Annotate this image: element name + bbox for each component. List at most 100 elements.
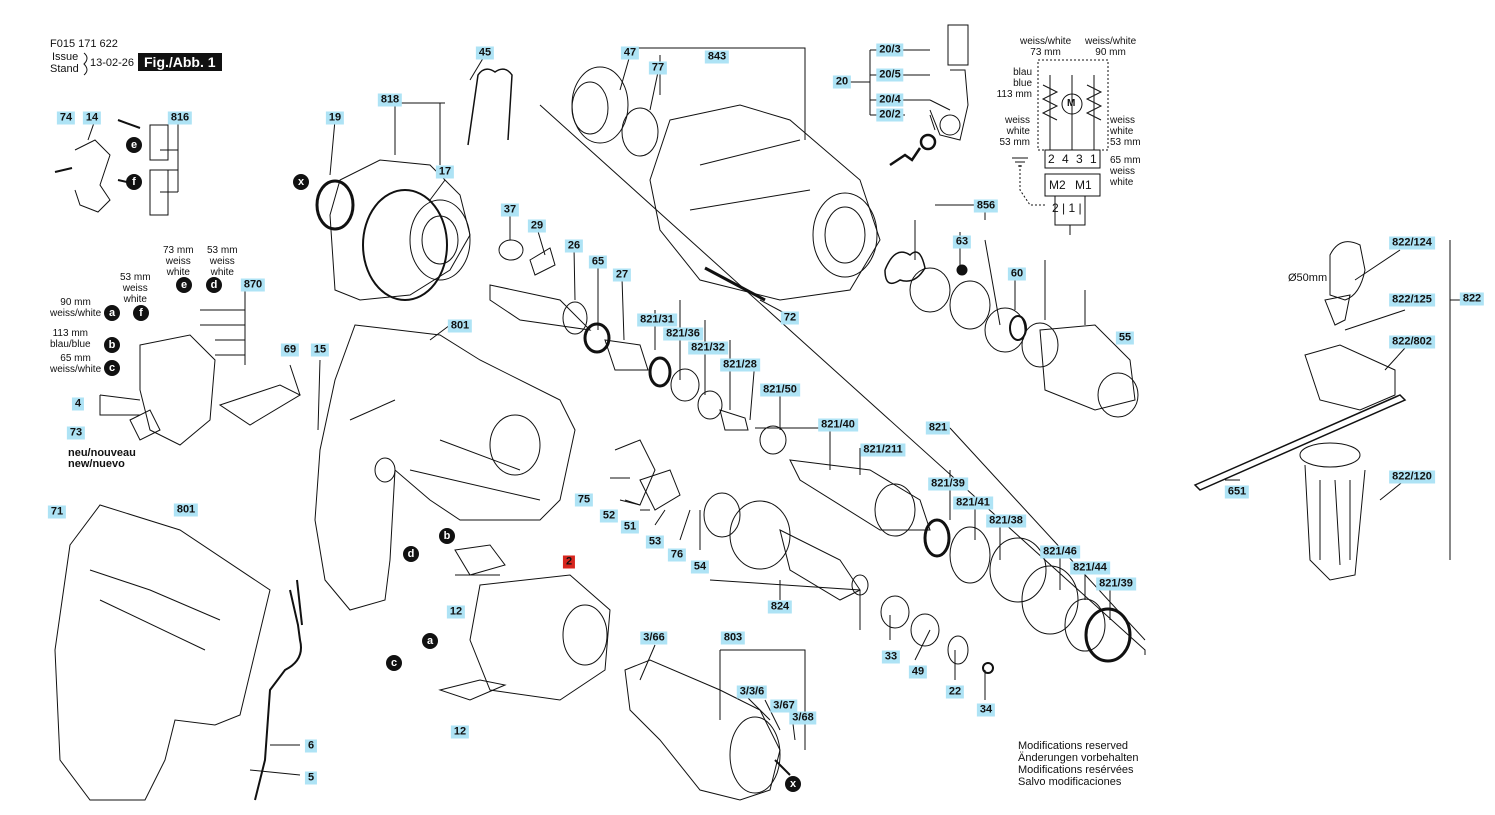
part-label[interactable]: 14	[82, 111, 102, 125]
part-label[interactable]: 52	[599, 509, 619, 523]
connection-marker: a	[104, 305, 120, 321]
part-label[interactable]: 821/32	[688, 341, 728, 355]
part-label[interactable]: 821/38	[986, 514, 1026, 528]
part-label[interactable]: 4	[71, 397, 85, 411]
part-label[interactable]: 6	[304, 739, 318, 753]
part-label[interactable]: 72	[780, 311, 800, 325]
part-label[interactable]: 801	[447, 319, 473, 333]
part-label[interactable]: 803	[720, 631, 746, 645]
part-label[interactable]: 822/120	[1389, 470, 1435, 484]
part-label[interactable]: 26	[564, 239, 584, 253]
part-label[interactable]: 76	[667, 548, 687, 562]
part-label[interactable]: 821/28	[720, 358, 760, 372]
part-label[interactable]: 821/39	[928, 477, 968, 491]
part-label[interactable]: 20/4	[876, 93, 904, 107]
diameter-note: Ø50mm	[1288, 272, 1328, 284]
part-label[interactable]: 816	[167, 111, 193, 125]
part-label[interactable]: 20/3	[876, 43, 904, 57]
part-label[interactable]: 49	[908, 665, 928, 679]
connection-marker: c	[104, 360, 120, 376]
part-label[interactable]: 34	[976, 703, 996, 717]
part-label[interactable]: 20/2	[876, 108, 904, 122]
part-label-highlighted[interactable]: 2	[562, 555, 576, 569]
part-label[interactable]: 20	[832, 75, 852, 89]
modifications-note: Modifications reserved Änderungen vorbeh…	[1018, 740, 1138, 788]
part-label[interactable]: 29	[527, 219, 547, 233]
connection-marker: e	[126, 137, 142, 153]
part-label[interactable]: 12	[450, 725, 470, 739]
schematic-m2: M2	[1049, 178, 1066, 192]
part-label[interactable]: 651	[1224, 485, 1250, 499]
part-label[interactable]: 12	[446, 605, 466, 619]
schematic-m1: M1	[1075, 178, 1092, 192]
part-label[interactable]: 22	[945, 685, 965, 699]
part-label[interactable]: 77	[648, 61, 668, 75]
part-label[interactable]: 54	[690, 560, 710, 574]
part-label[interactable]: 821/40	[818, 418, 858, 432]
part-label[interactable]: 3/67	[770, 699, 798, 713]
part-label[interactable]: 870	[240, 278, 266, 292]
schematic-white-53-left: weiss white 53 mm	[999, 115, 1030, 148]
part-label[interactable]: 71	[47, 505, 67, 519]
document-number: F015 171 622	[50, 38, 118, 50]
wire-note-65: 65 mm weiss/white	[50, 353, 102, 375]
part-label[interactable]: 37	[500, 203, 520, 217]
part-label[interactable]: 843	[704, 50, 730, 64]
connection-marker: e	[176, 277, 192, 293]
part-label[interactable]: 15	[310, 343, 330, 357]
part-label[interactable]: 74	[56, 111, 76, 125]
connection-marker: c	[386, 655, 402, 671]
part-label[interactable]: 821/46	[1040, 545, 1080, 559]
wire-note-113: 113 mm blau/blue	[50, 328, 91, 350]
part-label[interactable]: 856	[973, 199, 999, 213]
part-label[interactable]: 69	[280, 343, 300, 357]
part-label[interactable]: 3/66	[640, 631, 668, 645]
part-label[interactable]: 60	[1007, 267, 1027, 281]
schematic-white-53-right: weiss white 53 mm	[1110, 115, 1141, 148]
modifications-line: Salvo modificaciones	[1018, 776, 1122, 788]
part-label[interactable]: 45	[475, 46, 495, 60]
connection-marker: d	[403, 546, 419, 562]
part-label[interactable]: 3/68	[789, 711, 817, 725]
wire-note-53: 53 mm weiss white	[120, 272, 151, 305]
part-label[interactable]: 821/41	[953, 496, 993, 510]
part-label[interactable]: 63	[952, 235, 972, 249]
part-label[interactable]: 821	[925, 421, 951, 435]
part-label[interactable]: 822/125	[1389, 293, 1435, 307]
part-label[interactable]: 20/5	[876, 68, 904, 82]
part-label[interactable]: 821/44	[1070, 561, 1110, 575]
part-label[interactable]: 33	[881, 650, 901, 664]
part-label[interactable]: 821/36	[663, 327, 703, 341]
part-label[interactable]: 75	[574, 493, 594, 507]
schematic-white-65: 65 mm weiss white	[1110, 155, 1141, 188]
schematic-terminals: 2 4 3 1	[1048, 152, 1099, 166]
part-label[interactable]: 821/211	[860, 443, 906, 457]
part-label[interactable]: 5	[304, 771, 318, 785]
part-label[interactable]: 17	[435, 165, 455, 179]
part-label[interactable]: 55	[1115, 331, 1135, 345]
part-label[interactable]: 73	[66, 426, 86, 440]
schematic-blue: blau blue 113 mm	[996, 67, 1032, 100]
part-label[interactable]: 19	[325, 111, 345, 125]
schematic-top-left: weiss/white 73 mm	[1020, 36, 1072, 58]
part-label[interactable]: 821/31	[637, 313, 677, 327]
modifications-line: Modifications resérvées	[1018, 764, 1134, 776]
part-label[interactable]: 818	[377, 93, 403, 107]
part-label[interactable]: 3/3/6	[736, 685, 768, 699]
part-label[interactable]: 824	[767, 600, 793, 614]
part-label[interactable]: 47	[620, 46, 640, 60]
part-label[interactable]: 53	[645, 535, 665, 549]
part-label[interactable]: 65	[588, 255, 608, 269]
modifications-line: Modifications reserved	[1018, 740, 1129, 752]
part-label[interactable]: 821/39	[1096, 577, 1136, 591]
connection-marker: x	[293, 174, 309, 190]
part-label[interactable]: 27	[612, 268, 632, 282]
wire-note-53-right: 53 mm weiss white	[207, 245, 238, 278]
part-label[interactable]: 822/802	[1389, 335, 1435, 349]
part-label[interactable]: 822/124	[1389, 236, 1435, 250]
part-label[interactable]: 821/50	[760, 383, 800, 397]
part-label[interactable]: 822	[1459, 292, 1485, 306]
part-label[interactable]: 801	[173, 503, 199, 517]
part-label[interactable]: 51	[620, 520, 640, 534]
